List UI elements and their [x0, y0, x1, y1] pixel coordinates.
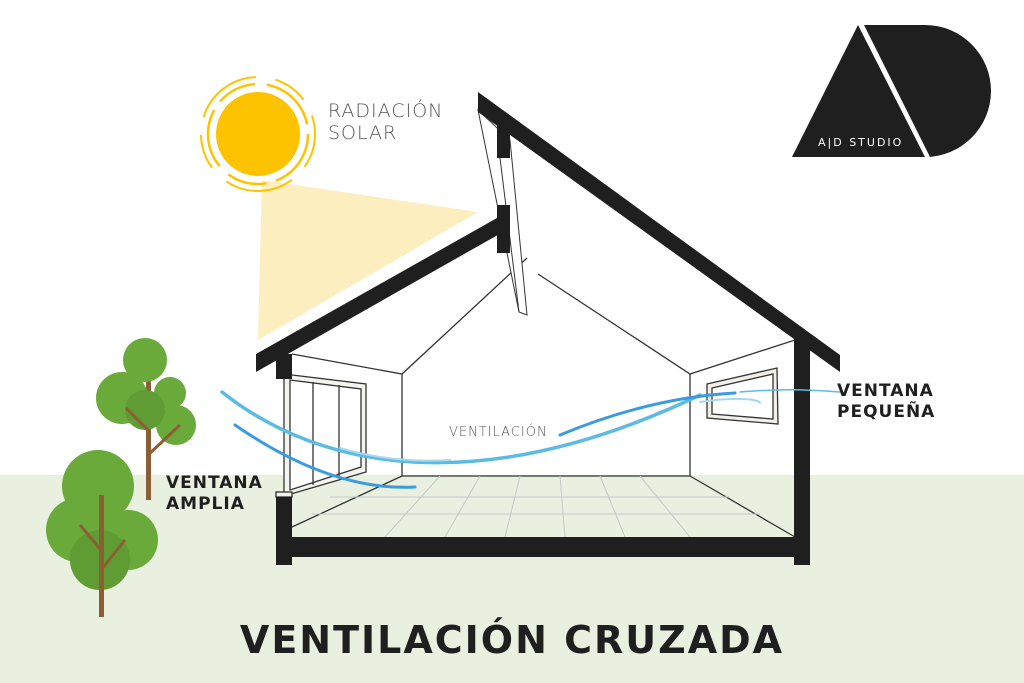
logo-text: A|D STUDIO — [818, 136, 904, 149]
solar-label-line2: SOLAR — [328, 122, 398, 144]
wide-window-label-line2: AMPLIA — [166, 494, 245, 514]
sun-icon — [200, 76, 316, 192]
tree-icon — [46, 450, 158, 617]
wide-window-label-line1: VENTANA — [166, 473, 263, 493]
small-window-label-line2: PEQUEÑA — [837, 402, 936, 422]
solar-radiation-label: RADIACIÓN SOLAR — [328, 100, 443, 144]
solar-ray — [258, 180, 478, 340]
ventilation-label: VENTILACIÓN — [449, 425, 548, 440]
floor-tiles — [312, 475, 760, 538]
house-interior — [291, 257, 796, 538]
small-window-label-line1: VENTANA — [837, 381, 934, 401]
page-title: VENTILACIÓN CRUZADA — [239, 618, 785, 662]
wide-window — [275, 373, 367, 498]
house-structure — [256, 92, 840, 565]
small-window-label: VENTANA PEQUEÑA — [837, 381, 935, 423]
small-window — [706, 367, 779, 425]
wide-window-label: VENTANA AMPLIA — [166, 473, 263, 515]
solar-label-line1: RADIACIÓN — [328, 100, 444, 122]
tree-icon — [96, 338, 196, 500]
airflow-streams — [220, 389, 841, 489]
ad-studio-logo — [792, 25, 991, 157]
